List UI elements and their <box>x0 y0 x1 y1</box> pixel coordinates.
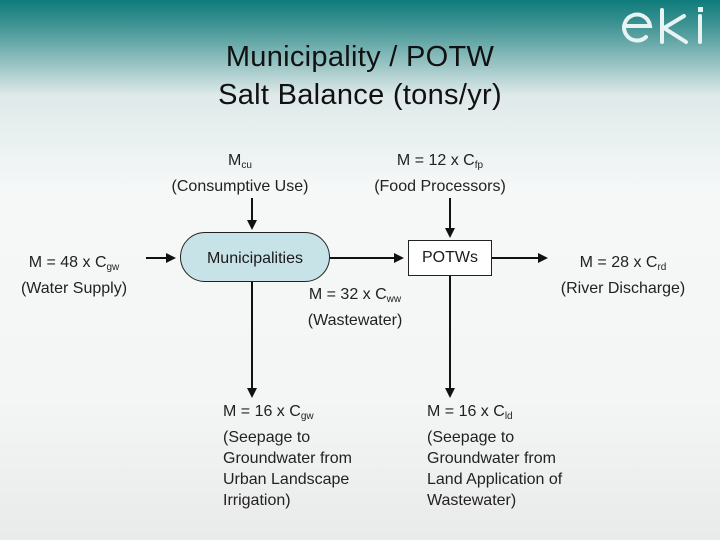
label-consumptive-use: Mcu (Consumptive Use) <box>171 152 309 195</box>
label-water-supply: M = 48 x Cgw (Water Supply) <box>20 254 128 297</box>
municipalities-node: Municipalities <box>180 232 330 282</box>
label-wastewater: M = 32 x Cww (Wastewater) <box>307 286 403 329</box>
label-seepage-land: M = 16 x Cld (Seepage to Groundwater fro… <box>427 403 563 509</box>
title-line-2: Salt Balance (tons/yr) <box>218 79 502 111</box>
municipalities-label: Municipalities <box>206 250 304 267</box>
label-river-discharge: M = 28 x Crd (River Discharge) <box>560 254 686 297</box>
eki-logo-icon <box>622 7 703 44</box>
potws-node: POTWs <box>408 240 492 276</box>
title-line-1: Municipality / POTW <box>225 41 495 73</box>
page-title: Municipality / POTW Salt Balance (tons/y… <box>160 38 560 114</box>
potws-label: POTWs <box>422 249 478 266</box>
label-seepage-urban: M = 16 x Cgw (Seepage to Groundwater fro… <box>223 403 352 509</box>
label-food-processors: M = 12 x Cfp (Food Processors) <box>374 152 506 195</box>
